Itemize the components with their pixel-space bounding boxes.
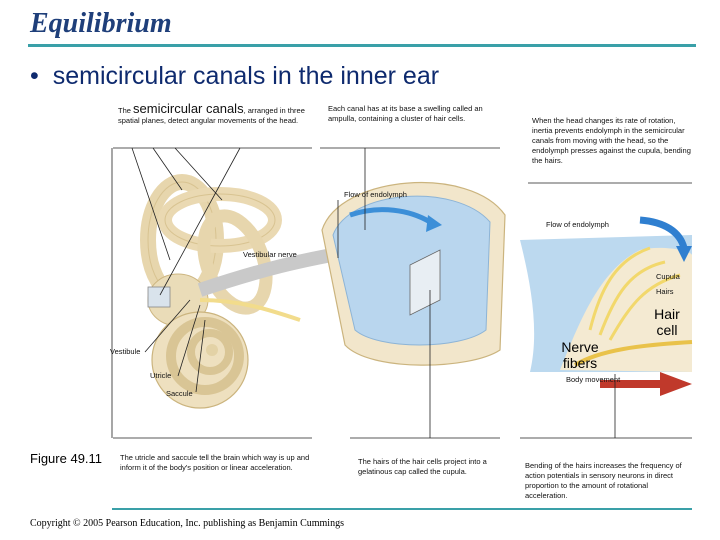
utricle-caption: The utricle and saccule tell the brain w… [120,453,310,472]
body-movement-arrow [600,372,692,396]
ampulla-caption: Each canal has at its base a swelling ca… [328,104,483,123]
hairs-label: Hairs [656,287,674,296]
saccule-label: Saccule [166,389,193,398]
slide-title: Equilibrium [30,8,172,39]
bullet-heading: • semicircular canals in the inner ear [30,62,439,91]
flow-label-ampulla: Flow of endolymph [344,190,407,199]
vestibule-label: Vestibule [110,347,141,356]
canals-caption-emphasis: semicircular canals [133,101,244,116]
utricle-label: Utricle [150,371,172,380]
flow-label-cupula: Flow of endolymph [546,220,609,229]
nerve-branch [199,298,301,322]
copyright-notice: Copyright © 2005 Pearson Education, Inc.… [30,518,344,529]
leader-lines [111,147,616,438]
rotation-caption: When the head changes its rate of rotati… [532,116,691,165]
body-movement-label: Body movement [566,375,621,384]
canals-caption: The semicircular canals, arranged in thr… [118,101,305,125]
cupula-detail [520,216,693,396]
vestibular-nerve-label: Vestibular nerve [243,250,297,259]
title-rule [28,44,696,47]
bending-caption: Bending of the hairs increases the frequ… [525,461,682,500]
gel-caption: The hairs of the hair cells project into… [358,457,487,476]
ampulla-window [147,286,171,308]
nerve-fibers-label: Nerve fibers [561,339,599,371]
hair-cell-label: Hair cell [654,306,680,338]
cupula-label: Cupula [656,272,680,281]
figure-label: Figure 49.11 [30,451,103,466]
ampulla-section [321,181,506,366]
bullet-text: semicircular canals in the inner ear [52,62,440,90]
bullet-dot-icon: • [30,62,39,90]
